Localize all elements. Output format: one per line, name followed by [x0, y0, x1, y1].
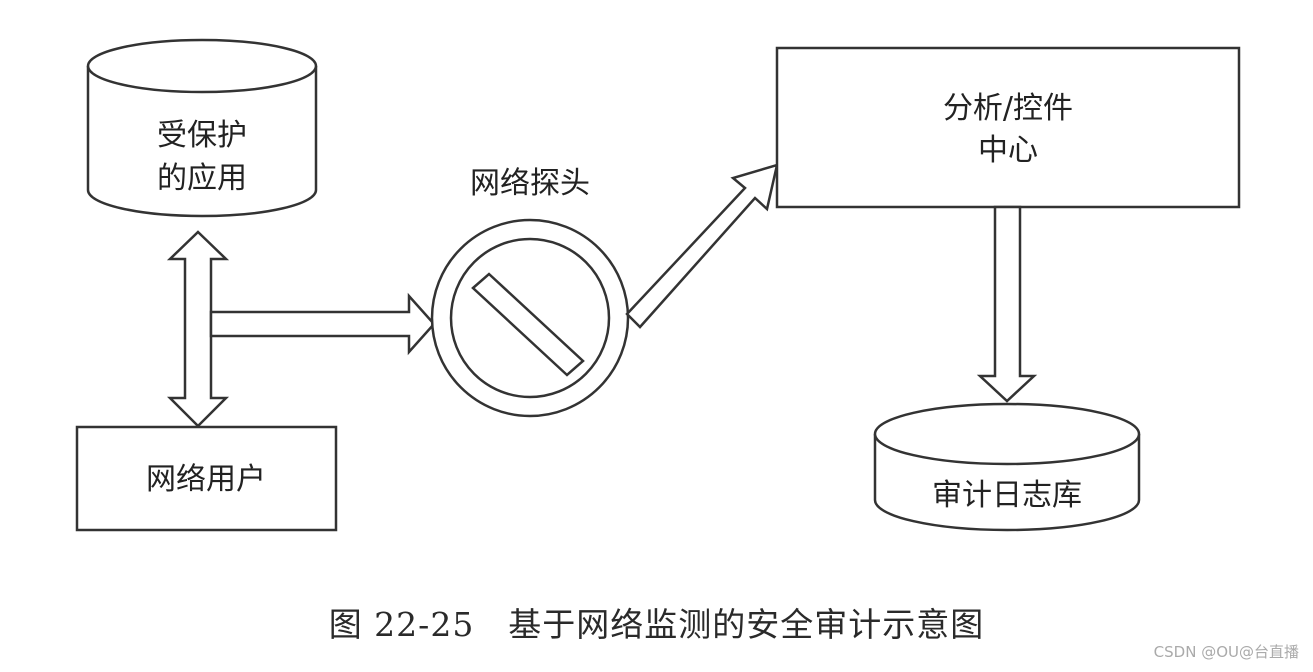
- protected-app-cylinder: [86, 38, 318, 218]
- network-user-label: 网络用户: [146, 462, 266, 497]
- app-user-bidirectional-arrow: [166, 230, 230, 428]
- watermark: CSDN @OU@台直播: [1153, 643, 1299, 661]
- probe-to-center-arrow: [625, 163, 779, 329]
- network-probe-label: 网络探头: [470, 166, 590, 201]
- audit-log-cylinder: [873, 402, 1141, 532]
- protected-app-label-line1: 受保护: [157, 118, 247, 153]
- analysis-center-label-line1: 分析/控件: [943, 91, 1073, 126]
- analysis-center-label-line2: 中心: [978, 133, 1038, 168]
- figure-caption: 图 22-25 基于网络监测的安全审计示意图: [328, 605, 985, 644]
- protected-app-label-line2: 的应用: [157, 161, 247, 196]
- analysis-center-box: [775, 46, 1241, 209]
- center-to-log-arrow: [976, 205, 1038, 403]
- network-probe-symbol: [430, 218, 630, 418]
- audit-log-label: 审计日志库: [932, 478, 1082, 513]
- link-to-probe-arrow: [209, 292, 436, 356]
- network-user-box: [75, 425, 338, 532]
